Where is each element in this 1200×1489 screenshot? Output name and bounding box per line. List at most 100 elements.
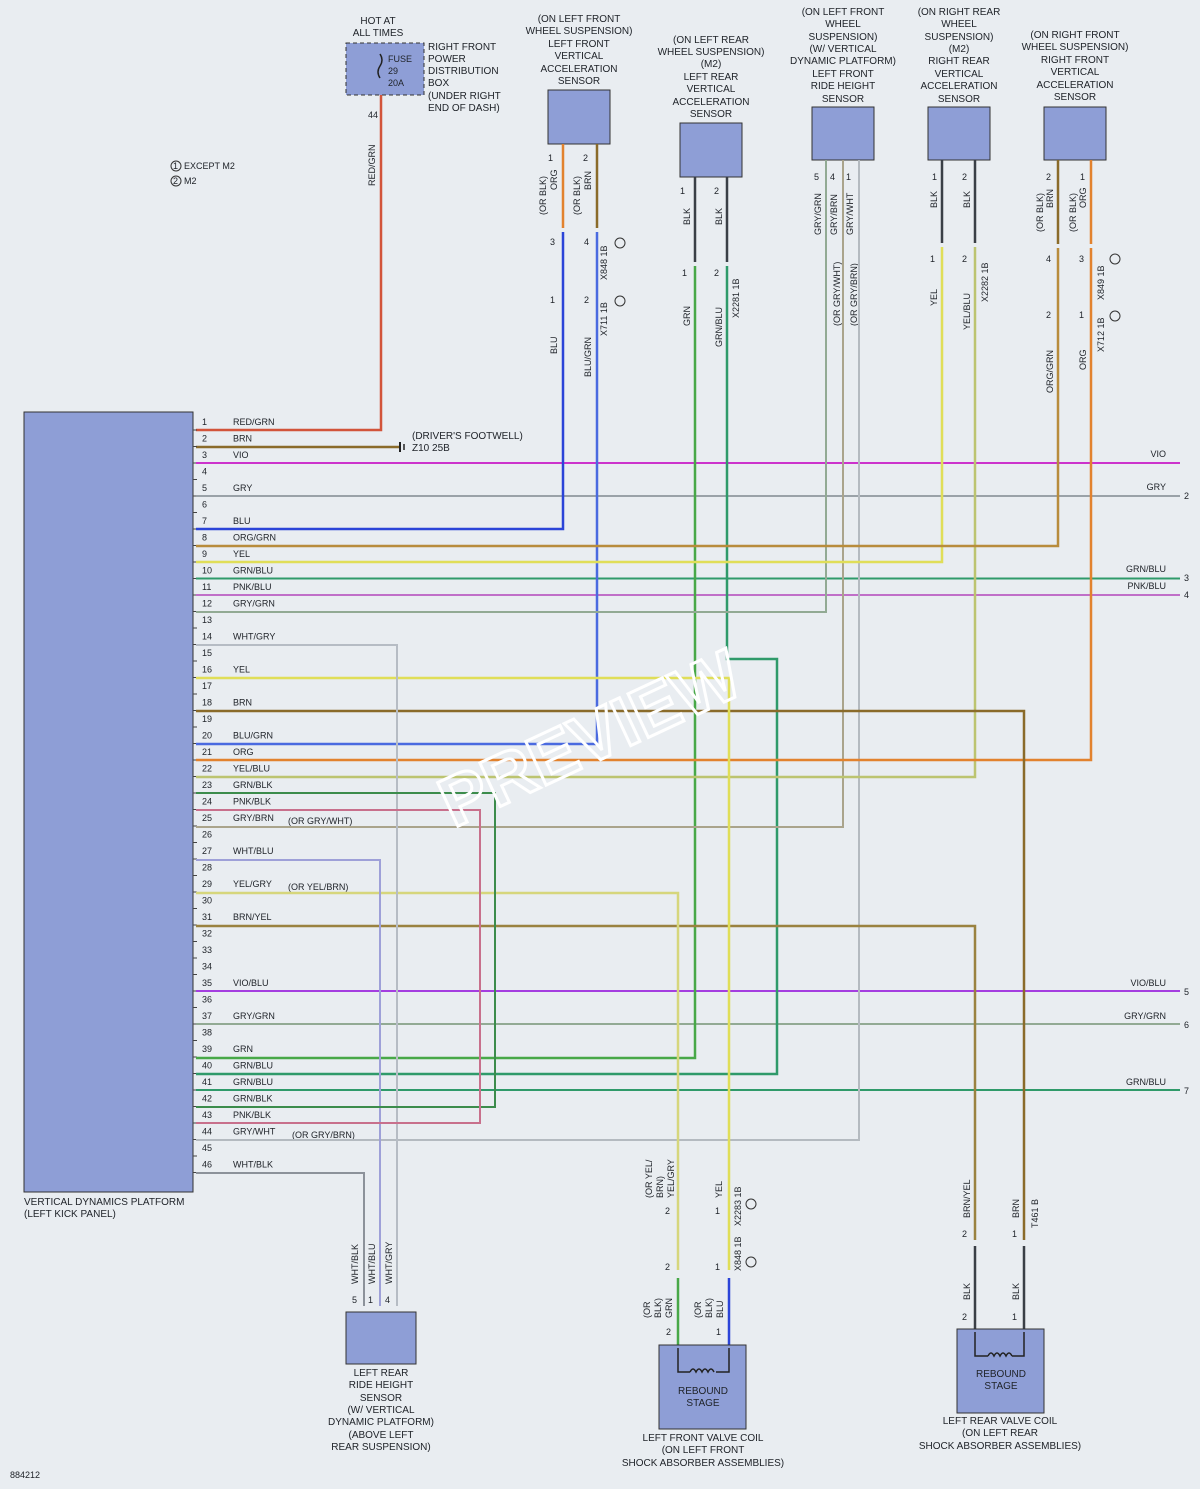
pin-number: 18 xyxy=(202,698,212,708)
fuse-number: 29 xyxy=(388,66,398,76)
lf-accel-c2a: 1 xyxy=(550,295,555,305)
wire-yel-gry xyxy=(196,891,680,1270)
wire-blu-grn xyxy=(196,232,599,746)
pin-wire-color: GRN xyxy=(233,1044,253,1054)
lf-valve-title-1: LEFT FRONT VALVE COIL xyxy=(643,1433,764,1444)
pin-number: 41 xyxy=(202,1077,212,1087)
pin-number: 20 xyxy=(202,731,212,741)
pin-number: 2 xyxy=(202,434,207,444)
pin-wire-color: GRY/GRN xyxy=(233,599,275,609)
pin-wire-color: RED/GRN xyxy=(233,417,275,427)
rf-accel-w2-alt: (OR BLK) xyxy=(1035,193,1045,232)
wire-grn-blu-40 xyxy=(196,266,779,1076)
rr-accel-title-7: ACCELERATION xyxy=(920,81,997,92)
note-1-text: EXCEPT M2 xyxy=(184,161,235,171)
wire-group xyxy=(196,462,1180,1091)
lf-accel-c2b: 2 xyxy=(584,295,589,305)
lf-height-title-8: SENSOR xyxy=(822,94,864,105)
pin-number: 27 xyxy=(202,846,212,856)
pin-wire-color: VIO/BLU xyxy=(233,978,269,988)
lf-valve-uw2: YEL xyxy=(714,1181,724,1198)
lf-valve-note2 xyxy=(745,1198,757,1210)
lf-valve-note1 xyxy=(745,1256,757,1268)
lr-valve-lw2: BLK xyxy=(1011,1283,1021,1300)
lf-height-title-3: SUSPENSION) xyxy=(809,32,878,43)
rf-accel-note2 xyxy=(1109,310,1121,322)
lf-valve-uw1c: YEL/GRY xyxy=(666,1159,676,1198)
rr-accel-p2: 2 xyxy=(962,172,967,182)
lr-valve-title-3: SHOCK ABSORBER ASSEMBLIES) xyxy=(919,1441,1081,1452)
rr-accel-w1: BLK xyxy=(929,191,939,208)
lr-height-title-7: REAR SUSPENSION) xyxy=(331,1442,430,1453)
note-2-text: M2 xyxy=(184,176,197,186)
pin-number: 45 xyxy=(202,1143,212,1153)
rr-accel-title-1: (ON RIGHT REAR xyxy=(918,7,1001,18)
rf-accel-p1: 1 xyxy=(1080,172,1085,182)
rf-accel-lw1: ORG/GRN xyxy=(1045,350,1055,393)
lf-accel-w2-alt: (OR BLK) xyxy=(572,176,582,215)
rf-accel-conn2: X712 1B xyxy=(1096,317,1106,352)
lf-height-p4: 4 xyxy=(830,172,835,182)
wire-wht-blu xyxy=(196,859,381,1306)
pin-number: 25 xyxy=(202,813,212,823)
lf-valve-lw2b: BLK) xyxy=(704,1298,714,1318)
rr-accel-w2: BLK xyxy=(962,191,972,208)
rf-accel-w1-alt: (OR BLK) xyxy=(1068,193,1078,232)
pin-wire-color: BLU xyxy=(233,516,251,526)
pin-number: 6 xyxy=(202,500,207,510)
lr-valve-bp2: 2 xyxy=(962,1312,967,1322)
lr-valve-conn: T461 B xyxy=(1030,1199,1040,1228)
lr-valve-title-2: (ON LEFT REAR xyxy=(962,1428,1038,1439)
pin-number: 35 xyxy=(202,978,212,988)
lr-height-title-5: DYNAMIC PLATFORM) xyxy=(328,1417,434,1428)
lf-accel-conn2: X711 1B xyxy=(599,302,609,336)
fuse-desc-2: POWER xyxy=(428,54,466,65)
lr-height-title-6: (ABOVE LEFT xyxy=(348,1430,413,1441)
rr-accel-p1: 1 xyxy=(932,172,937,182)
pin-number: 15 xyxy=(202,648,212,658)
pin-wire-color: GRN/BLU xyxy=(233,1061,273,1071)
pin-wire-color: WHT/BLK xyxy=(233,1160,273,1170)
lf-valve-coil xyxy=(658,1344,747,1430)
lf-height-w1: GRY/WHT xyxy=(845,192,855,235)
pin-number: 22 xyxy=(202,764,212,774)
lf-accel-c1a: 3 xyxy=(550,237,555,247)
lf-accel-w1-alt: (OR BLK) xyxy=(538,176,548,215)
pin-number: 13 xyxy=(202,615,212,625)
lr-accel-title-5: VERTICAL xyxy=(687,84,736,95)
lf-valve-up2: 2 xyxy=(665,1206,670,1216)
pin-wire-color: ORG/GRN xyxy=(233,533,276,543)
lf-valve-lw1b: BLK) xyxy=(653,1298,663,1318)
pin-number: 16 xyxy=(202,665,212,675)
edge-label-grn-blu: GRN/BLU xyxy=(1126,564,1166,574)
wire-yel-16 xyxy=(196,676,731,1270)
lr-valve-uw1: BRN/YEL xyxy=(962,1179,972,1218)
fuse-desc-1: RIGHT FRONT xyxy=(428,42,496,53)
pin-number: 19 xyxy=(202,714,212,724)
lr-accel-title-7: SENSOR xyxy=(690,109,732,120)
pin-number: 5 xyxy=(202,483,207,493)
pin-number: 8 xyxy=(202,533,207,543)
rf-accel-w1: ORG xyxy=(1078,187,1088,208)
lr-accel-conn: X2281 1B xyxy=(731,278,741,318)
lr-valve-uw2: BRN xyxy=(1011,1199,1021,1218)
lr-accel-w1: BLK xyxy=(682,208,692,225)
lr-accel-c1: 1 xyxy=(682,268,687,278)
pin-number: 7 xyxy=(202,516,207,526)
pin-number: 11 xyxy=(202,582,211,592)
lr-valve-stage-1: REBOUND xyxy=(976,1369,1026,1380)
rf-accel-c1b: 3 xyxy=(1079,254,1084,264)
wire-pnk-blk xyxy=(196,809,481,1124)
pin-number: 31 xyxy=(202,912,212,922)
fuse-box xyxy=(345,42,425,96)
lf-height-p1: 1 xyxy=(846,172,851,182)
lf-valve-lw1c: GRN xyxy=(664,1298,674,1318)
fuse-label: FUSE xyxy=(388,54,412,64)
lr-accel-p2: 2 xyxy=(714,186,719,196)
edge-label-gry: GRY xyxy=(1147,482,1166,492)
lf-accel-title-2: WHEEL SUSPENSION) xyxy=(526,26,633,37)
pin29-alt: (OR YEL/BRN) xyxy=(288,882,348,892)
lr-height-w4: WHT/GRY xyxy=(384,1242,394,1284)
rr-accel-lw2: YEL/BLU xyxy=(962,293,972,330)
edge-num-6: 6 xyxy=(1184,1020,1189,1030)
